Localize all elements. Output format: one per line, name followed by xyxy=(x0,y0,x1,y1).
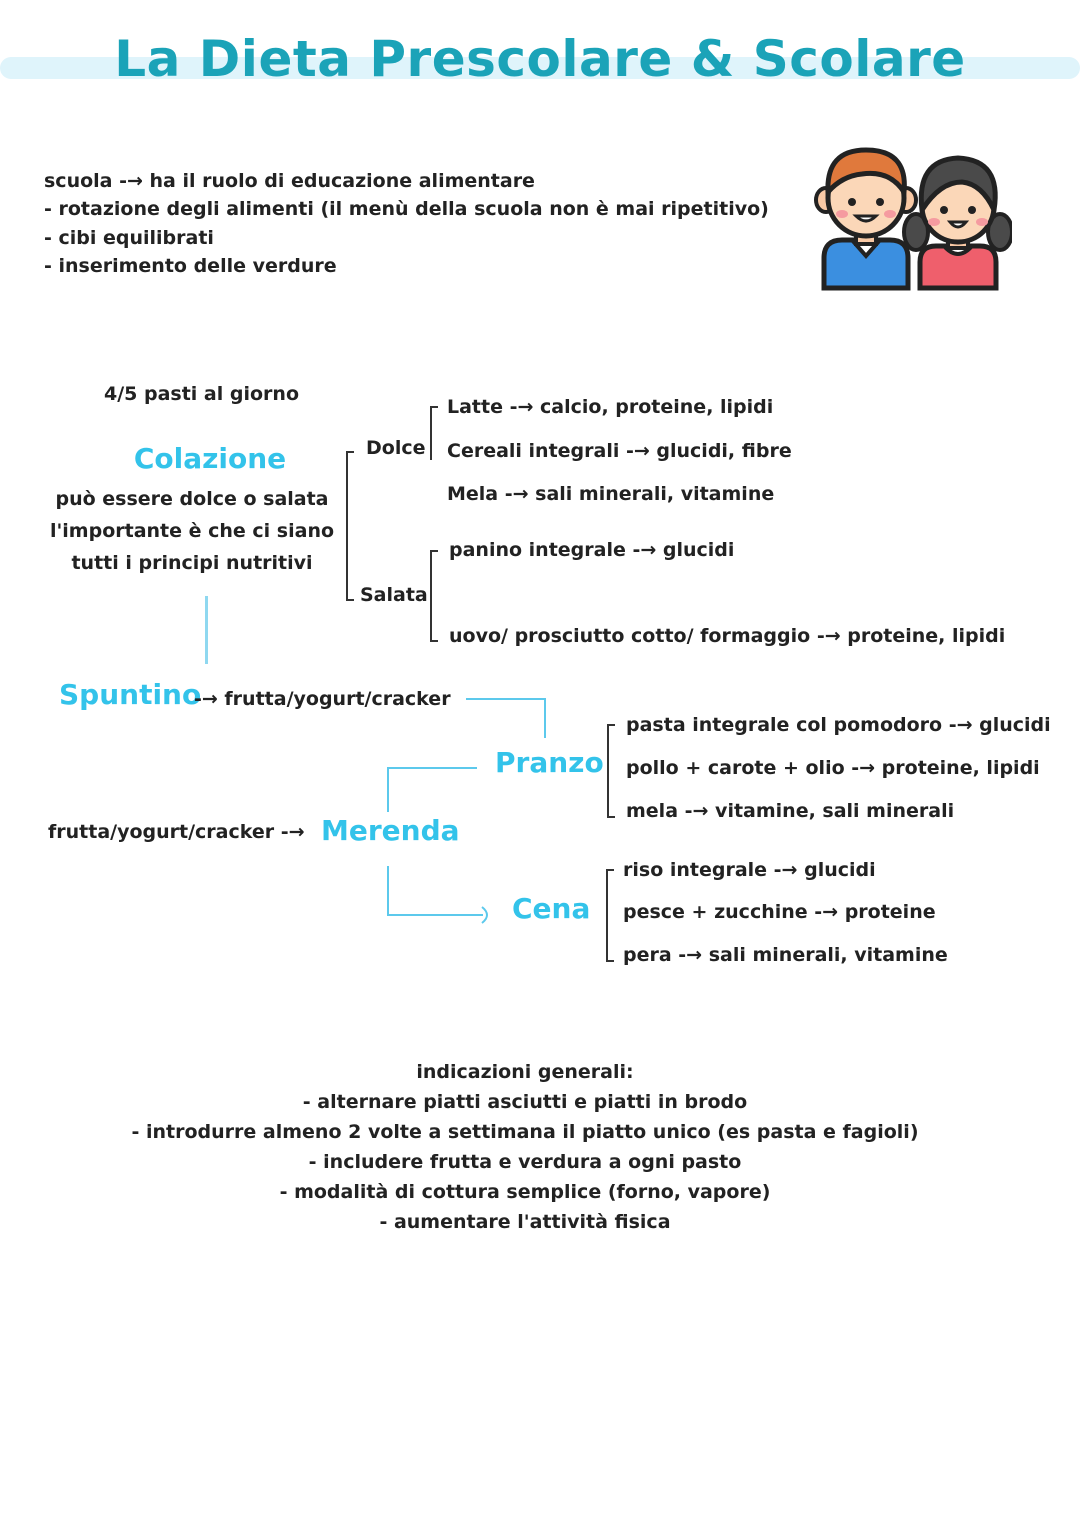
merenda-desc: frutta/yogurt/cracker -→ xyxy=(48,821,305,843)
spuntino-title: Spuntino xyxy=(59,678,202,711)
intro-line-4: - inserimento delle verdure xyxy=(44,255,337,277)
connector-merenda-cena xyxy=(387,914,483,916)
salata-item-1: panino integrale -→ glucidi xyxy=(449,539,735,561)
connector-spuntino-pranzo xyxy=(466,698,546,700)
colazione-desc-2: l'importante è che ci siano xyxy=(49,520,335,542)
page-title: La Dieta Prescolare & Scolare xyxy=(114,30,966,88)
connector-merenda-pranzo xyxy=(387,767,477,769)
cena-item-1: riso integrale -→ glucidi xyxy=(623,859,876,881)
generali-title: indicazioni generali: xyxy=(416,1061,634,1083)
pranzo-item-1: pasta integrale col pomodoro -→ glucidi xyxy=(626,714,1051,736)
pasti-count: 4/5 pasti al giorno xyxy=(104,383,300,405)
dolce-item-1: Latte -→ calcio, proteine, lipidi xyxy=(447,396,774,418)
generali-item-2: - introdurre almeno 2 volte a settimana … xyxy=(131,1121,919,1143)
connector-merenda-cena-down xyxy=(387,866,389,916)
arrow-right-icon xyxy=(481,906,488,924)
colazione-bracket xyxy=(346,451,354,601)
connector-colazione-spuntino xyxy=(205,596,208,664)
cena-item-3: pera -→ sali minerali, vitamine xyxy=(623,944,948,966)
merenda-title: Merenda xyxy=(321,814,460,847)
cena-item-2: pesce + zucchine -→ proteine xyxy=(623,901,936,923)
pranzo-item-2: pollo + carote + olio -→ proteine, lipid… xyxy=(626,757,1040,779)
connector-merenda-pranzo-up xyxy=(387,767,389,812)
children-illustration xyxy=(814,147,1012,291)
dolce-bracket xyxy=(430,406,438,460)
intro-line-2: - rotazione degli alimenti (il menù dell… xyxy=(44,198,769,220)
intro-line-3: - cibi equilibrati xyxy=(44,227,214,249)
girl-icon xyxy=(902,155,1012,291)
cena-bracket xyxy=(606,869,614,962)
dolce-item-2: Cereali integrali -→ glucidi, fibre xyxy=(447,440,792,462)
spuntino-desc: -→ frutta/yogurt/cracker xyxy=(194,688,451,710)
dolce-label: Dolce xyxy=(366,437,426,459)
pranzo-item-3: mela -→ vitamine, sali minerali xyxy=(626,800,955,822)
boy-icon xyxy=(814,147,918,291)
salata-label: Salata xyxy=(360,584,428,606)
generali-item-3: - includere frutta e verdura a ogni past… xyxy=(308,1151,742,1173)
generali-item-5: - aumentare l'attività fisica xyxy=(379,1211,671,1233)
pranzo-title: Pranzo xyxy=(495,746,604,779)
title-highlight xyxy=(0,57,1080,79)
colazione-desc-3: tutti i principi nutritivi xyxy=(71,552,313,574)
intro-line-1: scuola -→ ha il ruolo di educazione alim… xyxy=(44,170,535,192)
colazione-desc-1: può essere dolce o salata xyxy=(55,488,329,510)
pranzo-bracket xyxy=(607,724,615,818)
salata-bracket xyxy=(430,550,438,642)
salata-item-2: uovo/ prosciutto cotto/ formaggio -→ pro… xyxy=(449,625,1006,647)
generali-item-4: - modalità di cottura semplice (forno, v… xyxy=(279,1181,771,1203)
connector-spuntino-pranzo-down xyxy=(544,698,546,738)
cena-title: Cena xyxy=(512,892,591,925)
generali-item-1: - alternare piatti asciutti e piatti in … xyxy=(302,1091,748,1113)
dolce-item-3: Mela -→ sali minerali, vitamine xyxy=(447,483,775,505)
colazione-title: Colazione xyxy=(133,442,287,475)
